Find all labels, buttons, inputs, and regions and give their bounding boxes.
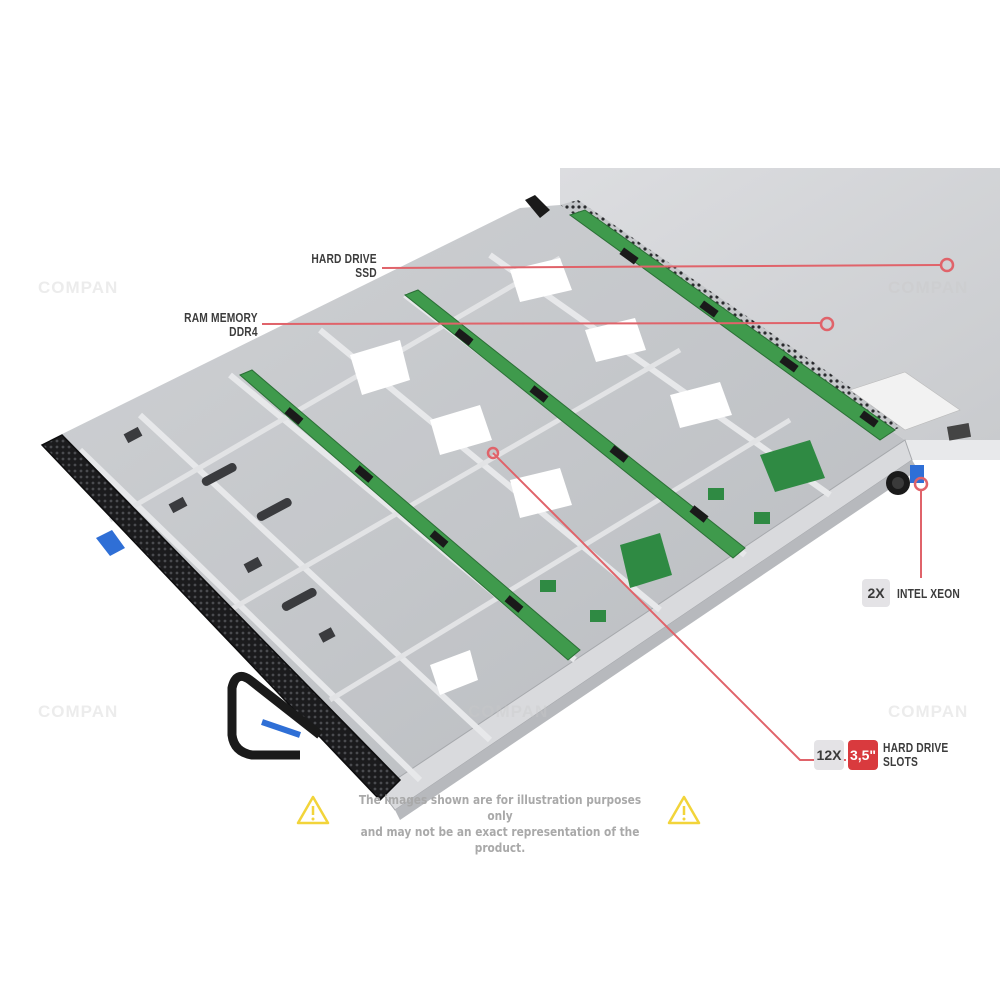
callout-line1: RAM MEMORY <box>184 311 258 325</box>
callout-line2: SSD <box>355 266 377 280</box>
ram-memory-marker <box>819 316 835 332</box>
warning-icon <box>667 795 701 825</box>
watermark: COMPAN <box>468 702 549 721</box>
warning-icon <box>296 795 330 825</box>
drive-slot-count-badge: 12X <box>814 740 844 770</box>
cpu-label: INTEL XEON <box>897 587 960 601</box>
watermark: COMPAN <box>38 278 119 297</box>
top-cover <box>560 168 1000 440</box>
callout-hard-drive-ssd: HARD DRIVE SSD <box>312 252 377 280</box>
callout-line1: HARD DRIVE <box>311 252 377 266</box>
drive-size-badge: 3,5" <box>848 740 878 770</box>
callout-drive-slots: HARD DRIVE SLOTS <box>883 741 948 769</box>
watermark: COMPAN <box>38 702 119 721</box>
disclaimer-line2: and may not be an exact representation o… <box>360 825 640 855</box>
drive-slots-marker <box>486 446 500 460</box>
front-bezel <box>40 434 402 802</box>
watermark: COMPAN <box>888 702 969 721</box>
callout-line1: HARD DRIVE <box>883 741 949 755</box>
disclaimer-text: The images shown are for illustration pu… <box>358 792 642 856</box>
hard-drive-ssd-leader <box>381 264 941 269</box>
hard-drive-ssd-marker <box>939 257 955 273</box>
callout-ram-memory: RAM MEMORY DDR4 <box>184 311 258 339</box>
cpu-marker <box>913 476 929 492</box>
disclaimer-line1: The images shown are for illustration pu… <box>358 793 642 823</box>
callout-line2: DDR4 <box>229 325 258 339</box>
ram-memory-leader <box>261 322 821 325</box>
watermark: COMPAN <box>888 278 969 297</box>
callout-line2: SLOTS <box>883 755 918 769</box>
cpu-count-badge: 2X <box>862 579 890 607</box>
